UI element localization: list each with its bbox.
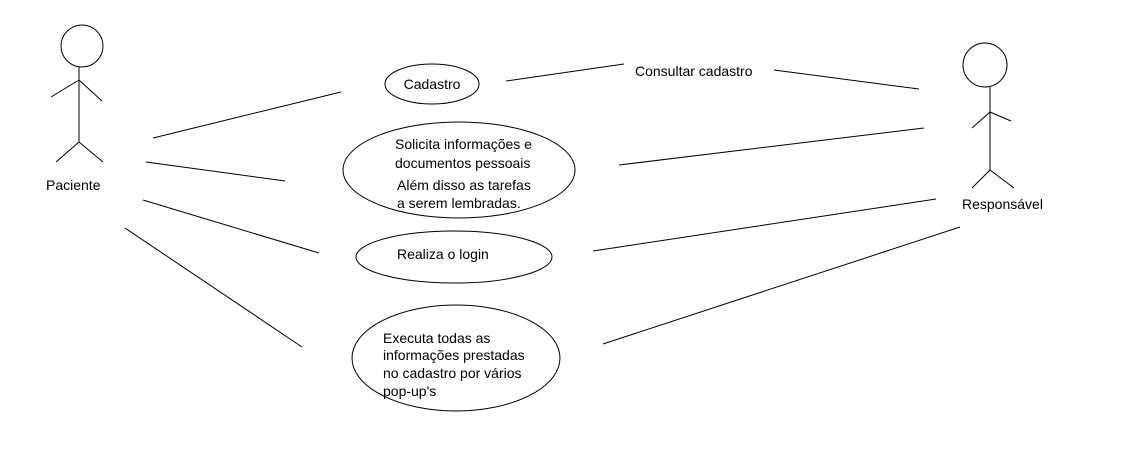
use-case-request-info: Solicita informações e documentos pessoa…: [342, 121, 576, 219]
actor-responsible-leg-left: [971, 169, 991, 189]
actor-patient-arm-right: [78, 79, 103, 102]
actor-responsible-head: [962, 42, 1008, 88]
actor-responsible-label: Responsável: [962, 196, 1043, 212]
use-case-request-info-oval: [342, 121, 576, 219]
use-case-request-info-line-1: Solicita informações e: [395, 136, 532, 152]
actor-patient-arm-left: [50, 79, 80, 98]
use-case-execute-oval: [351, 304, 561, 412]
use-case-login-label: Realiza o login: [397, 246, 489, 262]
association-responsible-login: [592, 198, 937, 252]
actor-responsible: Responsável: [962, 42, 1043, 212]
use-case-execute-line-1: Executa todas as: [383, 330, 490, 346]
use-case-execute-line-2: informações prestadas: [383, 347, 525, 363]
actor-responsible-arm-right: [989, 111, 1012, 122]
actor-responsible-leg-right: [989, 169, 1015, 189]
association-consult-label: Consultar cadastro: [635, 63, 753, 79]
actor-patient-label: Paciente: [46, 177, 101, 193]
use-case-request-info-line-4: a serem lembradas.: [397, 195, 521, 211]
association-patient-execute: [124, 227, 303, 348]
use-case-request-info-line-3: Além disso as tarefas: [397, 177, 531, 193]
association-patient-login: [142, 199, 320, 254]
use-case-registration-oval: [384, 63, 480, 105]
association-responsible-execute: [602, 226, 961, 345]
association-patient-registration: [152, 91, 342, 139]
use-case-request-info-line-2: documentos pessoais: [395, 155, 530, 171]
use-case-registration: Cadastro: [384, 63, 480, 105]
actor-patient-leg-left: [55, 141, 80, 163]
association-registration-consult-left: [505, 63, 625, 82]
actor-responsible-arm-left: [971, 111, 991, 129]
use-case-execute: Executa todas as informações prestadas n…: [351, 304, 561, 412]
use-case-execute-line-3: no cadastro por vários: [383, 365, 522, 381]
actor-patient: Paciente: [46, 24, 104, 193]
use-case-login-oval: [355, 230, 553, 284]
association-responsible-request-info: [618, 127, 925, 166]
use-case-registration-label: Cadastro: [404, 76, 461, 92]
actor-patient-leg-right: [78, 141, 104, 163]
association-registration-consult-right: [773, 69, 920, 90]
actor-patient-head: [60, 24, 104, 68]
use-case-execute-line-4: pop-up's: [383, 383, 436, 399]
association-patient-request-info: [145, 161, 286, 182]
use-case-login: Realiza o login: [355, 230, 553, 284]
